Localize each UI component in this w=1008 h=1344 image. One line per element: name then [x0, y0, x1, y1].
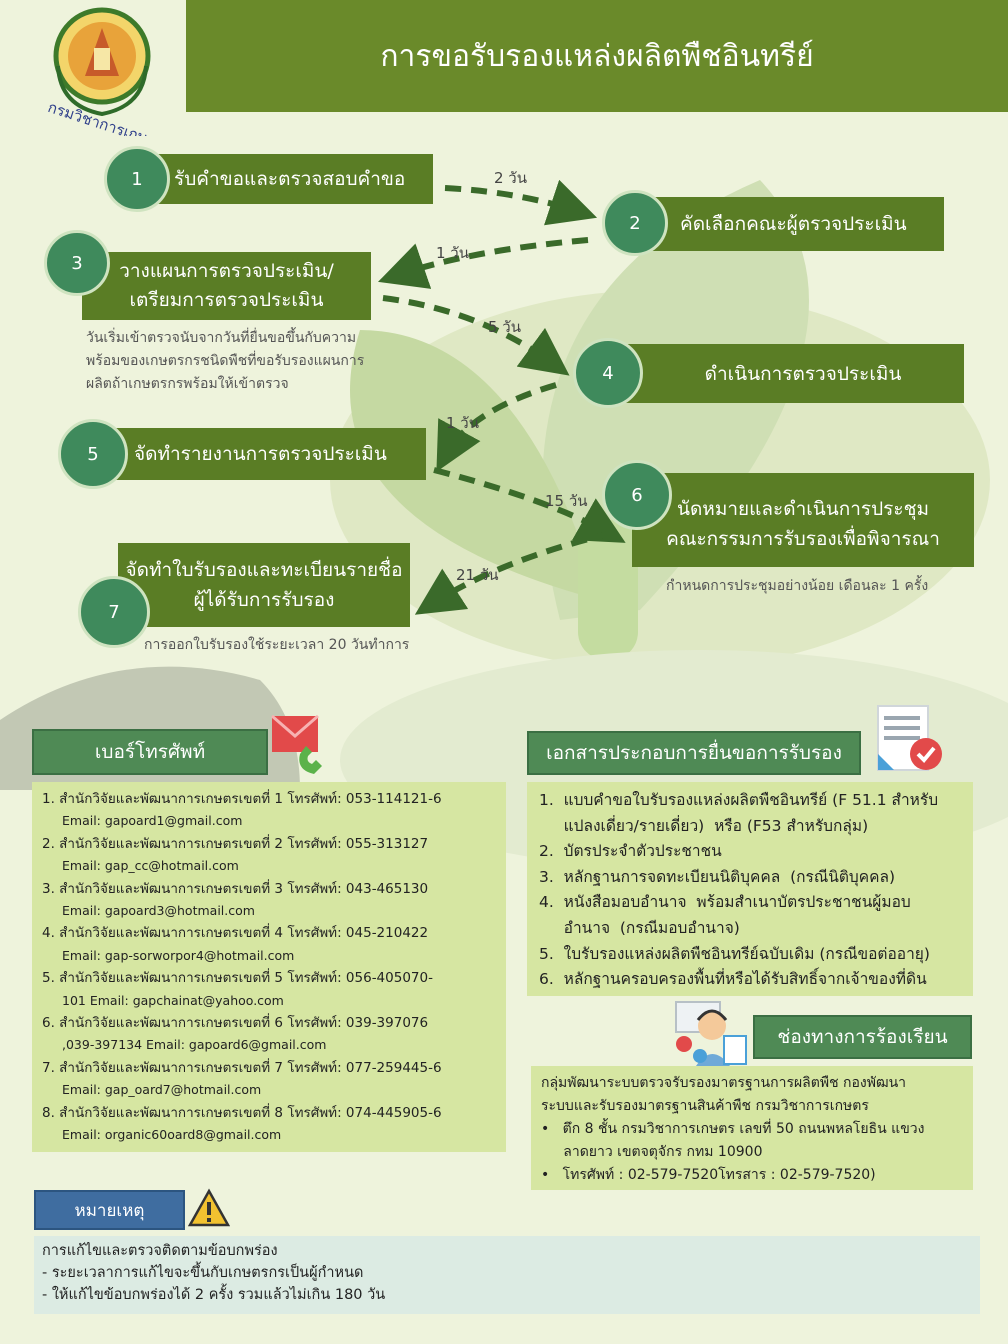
step-6-note: กำหนดการประชุมอย่างน้อย เดือนละ 1 ครั้ง	[666, 578, 929, 594]
call-center-icon	[675, 1001, 747, 1066]
step-4-number: 4	[573, 338, 643, 408]
step-3-label-line2: เตรียมการตรวจประเมิน	[129, 289, 324, 311]
document-item: อำนาจ (กรณีมอบอำนาจ)	[539, 918, 740, 937]
arrow-5-6	[433, 467, 626, 543]
phone-item: 7. สำนักวิจัยและพัฒนาการเกษตรเขตที่ 7 โท…	[42, 1059, 442, 1098]
page-title: การขอรับรองแหล่งผลิตพืชอินทรีย์	[186, 0, 1008, 112]
step-7-label-line2: ผู้ได้รับการรับรอง	[193, 589, 335, 611]
remark-panel: การแก้ไขและตรวจติดตามข้อบกพร่อง - ระยะเว…	[34, 1236, 980, 1314]
phone-item: 1. สำนักวิจัยและพัฒนาการเกษตรเขตที่ 1 โท…	[42, 791, 442, 829]
step-2: คัดเลือกคณะผู้ตรวจประเมิน	[642, 197, 944, 251]
remark-line: - ระยะเวลาการแก้ไขจะขึ้นกับเกษตรกรเป็นผู…	[42, 1265, 364, 1281]
phone-list: 1. สำนักวิจัยและพัฒนาการเกษตรเขตที่ 1 โท…	[32, 782, 506, 1147]
document-item: 2. บัตรประจำตัวประชาชน	[539, 842, 722, 861]
step-3-number: 3	[44, 230, 110, 296]
arrow-6-7	[414, 530, 613, 615]
step-6-label-line1: นัดหมายและดำเนินการประชุม	[676, 498, 930, 520]
document-item: 6. หลักฐานครอบครองพื้นที่หรือได้รับสิทธิ…	[539, 970, 927, 989]
duration-5-6: 15 วัน	[545, 492, 588, 510]
document-item: 1. แบบคำขอใบรับรองแหล่งผลิตพืชอินทรีย์ (…	[539, 791, 939, 809]
duration-3-4: 5 วัน	[488, 318, 521, 336]
step-6-number: 6	[602, 460, 672, 530]
complaint-heading: ช่องทางการร้องเรียน	[753, 1015, 972, 1059]
documents-heading: เอกสารประกอบการยื่นขอการรับรอง	[527, 731, 861, 775]
complaint-details: กลุ่มพัฒนาระบบตรวจรับรองมาตรฐานการผลิตพื…	[541, 1075, 925, 1183]
step-4: ดำเนินการตรวจประเมิน	[622, 344, 964, 403]
remark-heading: หมายเหตุ	[34, 1190, 185, 1230]
step-3: วางแผนการตรวจประเมิน/ เตรียมการตรวจประเม…	[82, 252, 371, 320]
document-check-icon	[877, 705, 942, 771]
step-3-note: วันเริ่มเข้าตรวจนับจากวันที่ยื่นขอขึ้นกั…	[86, 330, 365, 392]
remark-line: - ให้แก้ไขข้อบกพร่องได้ 2 ครั้ง รวมแล้วไ…	[42, 1287, 386, 1303]
duration-1-2: 2 วัน	[494, 169, 527, 187]
step-3-label-line1: วางแผนการตรวจประเมิน/	[119, 260, 334, 282]
phone-item: 8. สำนักวิจัยและพัฒนาการเกษตรเขตที่ 8 โท…	[42, 1104, 442, 1143]
phone-item: 6. สำนักวิจัยและพัฒนาการเกษตรเขตที่ 6 โท…	[42, 1015, 429, 1053]
phone-item: 5. สำนักวิจัยและพัฒนาการเกษตรเขตที่ 5 โท…	[42, 970, 433, 1008]
step-7-label-line1: จัดทำใบรับรองและทะเบียนรายชื่อ	[125, 559, 403, 581]
duration-6-7: 21 วัน	[456, 566, 499, 584]
document-item: 5. ใบรับรองแหล่งผลิตพืชอินทรีย์ฉบับเดิม …	[539, 944, 930, 963]
step-2-label: คัดเลือกคณะผู้ตรวจประเมิน	[680, 213, 907, 235]
complaint-panel: กลุ่มพัฒนาระบบตรวจรับรองมาตรฐานการผลิตพื…	[531, 1066, 973, 1190]
document-item: แปลงเดี่ยว/รายเดี่ยว) หรือ (F53 สำหรับกล…	[539, 816, 869, 835]
department-logo: กรมวิชาการเกษตร	[46, 7, 167, 136]
remark-line: การแก้ไขและตรวจติดตามข้อบกพร่อง	[42, 1243, 278, 1259]
duration-4-5: 1 วัน	[446, 414, 479, 432]
warning-icon	[188, 1188, 230, 1227]
phone-item: 3. สำนักวิจัยและพัฒนาการเกษตรเขตที่ 3 โท…	[42, 880, 429, 919]
step-1-number: 1	[104, 146, 170, 212]
step-7-note: การออกใบรับรองใช้ระยะเวลา 20 วันทำการ	[144, 637, 410, 653]
step-6-label-line2: คณะกรรมการรับรองเพื่อพิจารณา	[666, 528, 940, 550]
step-1: รับคำขอและตรวจสอบคำขอ	[150, 154, 433, 204]
arrow-3-4	[382, 295, 570, 376]
documents-list: 1. แบบคำขอใบรับรองแหล่งผลิตพืชอินทรีย์ (…	[527, 782, 973, 999]
arrow-1-2	[444, 179, 598, 226]
phone-item: 4. สำนักวิจัยและพัฒนาการเกษตรเขตที่ 4 โท…	[42, 925, 429, 963]
arrow-2-3	[377, 237, 589, 289]
phone-item: 2. สำนักวิจัยและพัฒนาการเกษตรเขตที่ 2 โท…	[42, 835, 429, 874]
step-5-number: 5	[58, 419, 128, 489]
phone-heading: เบอร์โทรศัพท์	[32, 729, 268, 775]
step-4-label: ดำเนินการตรวจประเมิน	[704, 362, 902, 385]
step-1-label: รับคำขอและตรวจสอบคำขอ	[174, 168, 406, 190]
step-7-number: 7	[78, 576, 150, 648]
step-7: จัดทำใบรับรองและทะเบียนรายชื่อ ผู้ได้รับ…	[118, 543, 410, 627]
phone-panel: 1. สำนักวิจัยและพัฒนาการเกษตรเขตที่ 1 โท…	[32, 782, 506, 1152]
document-item: 4. หนังสือมอบอำนาจ พร้อมสำเนาบัตรประชาชน…	[539, 893, 911, 912]
documents-panel: 1. แบบคำขอใบรับรองแหล่งผลิตพืชอินทรีย์ (…	[527, 782, 973, 996]
duration-2-3: 1 วัน	[436, 244, 469, 262]
flow-arrows	[377, 179, 626, 615]
mail-phone-icon	[271, 714, 322, 774]
step-5-label: จัดทำรายงานการตรวจประเมิน	[134, 443, 387, 465]
step-5: จัดทำรายงานการตรวจประเมิน	[104, 428, 426, 480]
step-2-number: 2	[602, 190, 668, 256]
step-6: นัดหมายและดำเนินการประชุม คณะกรรมการรับร…	[632, 473, 974, 567]
document-item: 3. หลักฐานการจดทะเบียนนิติบุคคล (กรณีนิต…	[539, 867, 896, 886]
